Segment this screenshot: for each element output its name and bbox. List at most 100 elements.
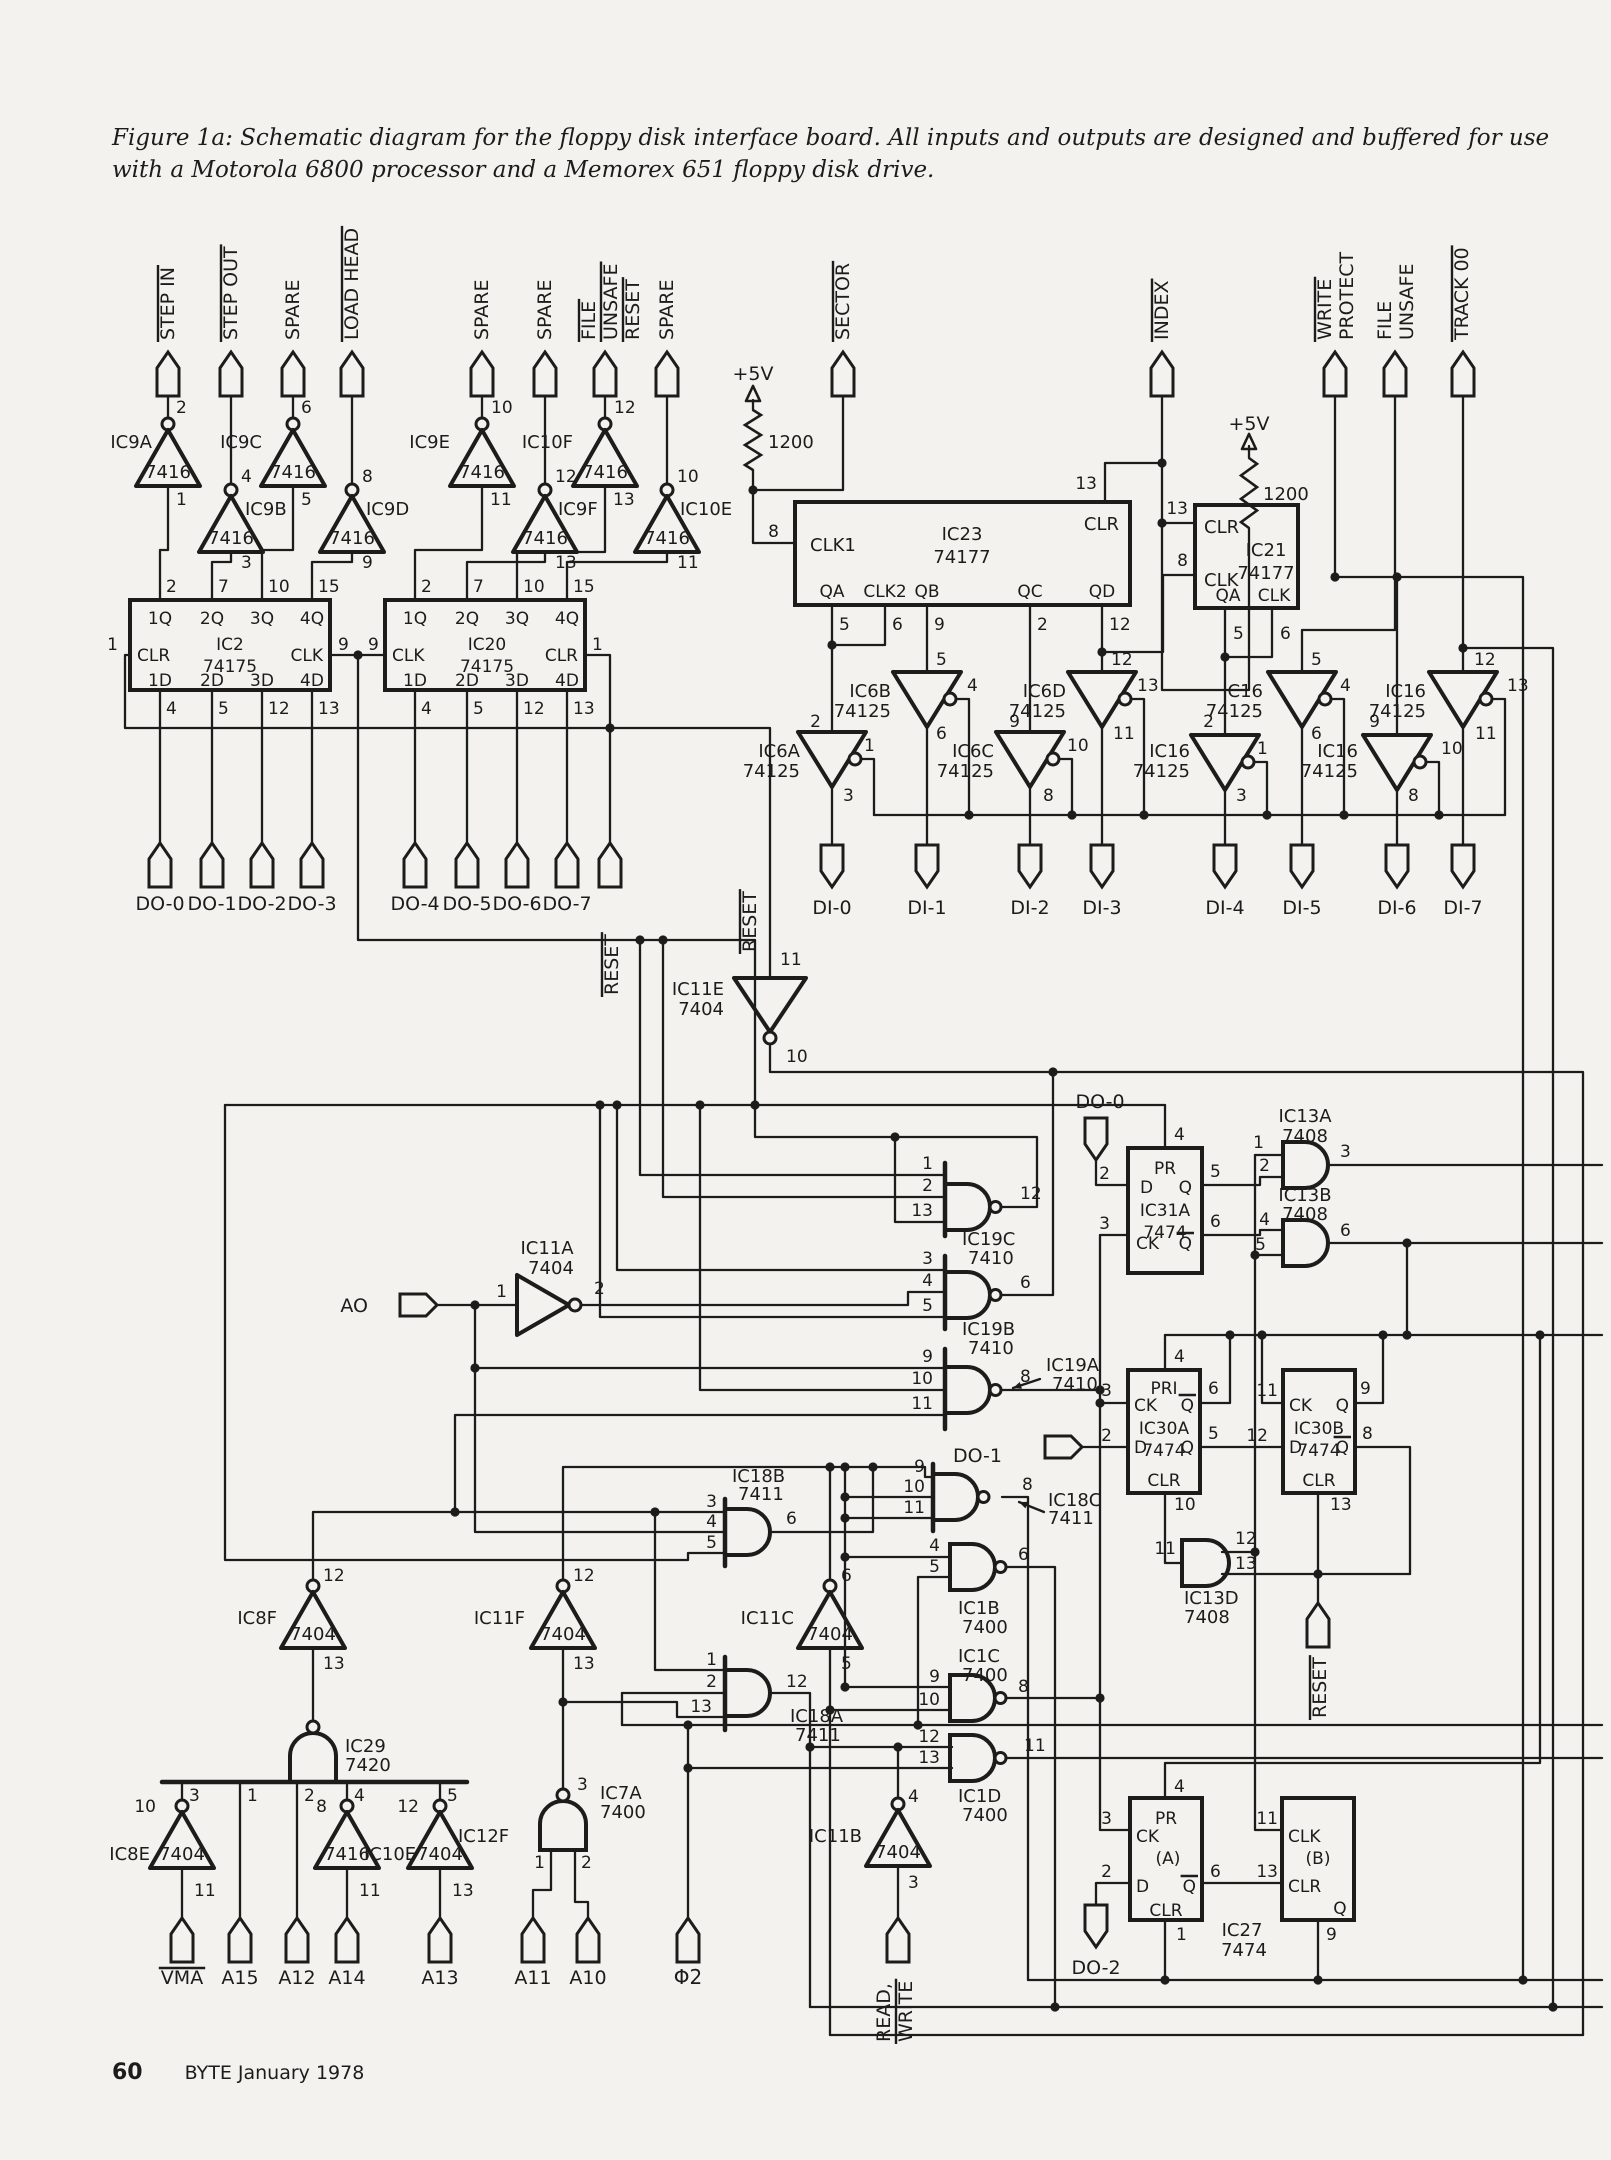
gate-and [948,1733,997,1783]
schematic-label: 4 [241,467,252,487]
pad-spare-4 [654,349,680,398]
schematic-label: 11 [1113,724,1135,744]
wire [583,653,612,730]
inverter-bubble [1045,751,1061,767]
schematic-label: 9 [1360,1379,1371,1399]
schematic-label: 10 [677,467,699,487]
schematic-label: Q [1179,1234,1192,1254]
inverter-7416 [259,428,327,488]
schematic-label: IC6D [1023,681,1066,702]
gate-part-label: 7404 [807,1624,853,1645]
wire [1103,461,1164,504]
schematic-label: 2 [706,1672,717,1692]
schematic-label: 1 [922,1154,933,1174]
schematic-label: 1Q [403,609,427,629]
schematic-label: 74125 [834,701,891,722]
wire [859,757,876,817]
schematic-label: IC9B [245,499,287,520]
schematic-label: 4 [1174,1777,1185,1797]
schematic-label: PROTECT [1336,252,1358,340]
inverter-bubble [993,1560,1008,1574]
schematic-label: 74125 [743,761,800,782]
gate-part-label: 7404 [540,1624,586,1645]
schematic-label: 3Q [250,609,274,629]
pad-do-2 [249,840,275,889]
schematic-label: 3 [241,553,252,573]
schematic-label: IC11C [741,1608,794,1629]
schematic-label: 2D [455,671,479,691]
wire [1200,1228,1285,1237]
schematic-label: DI-3 [1082,897,1121,919]
schematic-label: 2 [1203,712,1214,732]
schematic-label: 8 [1018,1677,1029,1697]
gate-and [943,1365,992,1415]
gate-and-ic13d [1180,1538,1231,1588]
inverter-bubble [988,1200,1003,1214]
junction-dot [840,1462,850,1472]
schematic-label: IC29 [345,1736,386,1757]
caption-line-2: with a Motorola 6800 processor and a Mem… [112,157,935,183]
wire [311,1510,727,1582]
wire [1333,394,1525,1982]
schematic-label: IC9D [366,499,409,520]
schematic-label: CLR [545,646,578,666]
pad-vma [169,1915,195,1964]
gate-part-label: 7416 [582,462,628,483]
inverter-7404-right [515,1273,571,1337]
pad-a10 [575,1915,601,1964]
schematic-label: 12 [614,398,636,418]
junction-dot [450,1507,460,1517]
schematic-label: 74175 [203,657,257,677]
junction-dot [1402,1238,1412,1248]
schematic-label: CLR [1288,1877,1321,1897]
junction-dot [1330,572,1340,582]
schematic-label: IC18C [1048,1490,1101,1511]
schematic-label: 12 [1020,1184,1042,1204]
pad-spare-3 [532,349,558,398]
pad-sector [830,349,856,398]
junction-dot [1095,1693,1105,1703]
junction-dot [635,935,645,945]
pad-spare-2 [469,349,495,398]
schematic-label: 7411 [738,1484,784,1505]
schematic-label: 2 [421,577,432,597]
inverter-bubble [1117,691,1133,707]
pad-di-7 [1450,843,1476,890]
gate-part-label: 7416 [208,528,254,549]
schematic-label: 5 [922,1296,933,1316]
schematic-label: 11 [1256,1809,1278,1829]
junction-dot [825,1705,835,1715]
schematic-label: IC10E [364,1844,416,1865]
schematic-label: IC6C [952,741,994,762]
schematic-label: IC21 [1246,540,1287,561]
inverter-7416 [571,428,639,488]
wire [561,1700,727,1719]
wire [123,653,772,980]
wire [1163,1333,1542,1800]
schematic-label: 9 [1369,712,1380,732]
wire [954,697,971,817]
schematic-label: 4 [967,676,978,696]
pad-a14 [334,1915,360,1964]
inverter-bubble [988,1288,1003,1302]
junction-dot [840,1552,850,1562]
wire [751,394,845,492]
schematic-label: CLR [1149,1901,1182,1921]
schematic-label: 4 [929,1536,940,1556]
junction-dot [1434,810,1444,820]
schematic-label: QB [914,582,939,602]
schematic-label: IC10F [522,432,573,453]
schematic-label: 12 [573,1566,595,1586]
wire [1300,394,1397,674]
schematic-label: 8 [1022,1475,1033,1495]
schematic-label: 7400 [600,1802,646,1823]
schematic-label: 13 [573,1654,595,1674]
schematic-label: Q [1181,1438,1194,1458]
schematic-label: 7400 [962,1665,1008,1686]
junction-dot [1535,1330,1545,1340]
schematic-label: 13 [573,699,595,719]
schematic-label: DO-4 [390,893,439,915]
inverter-7416 [313,1810,381,1870]
schematic-label: 10 [911,1369,933,1389]
